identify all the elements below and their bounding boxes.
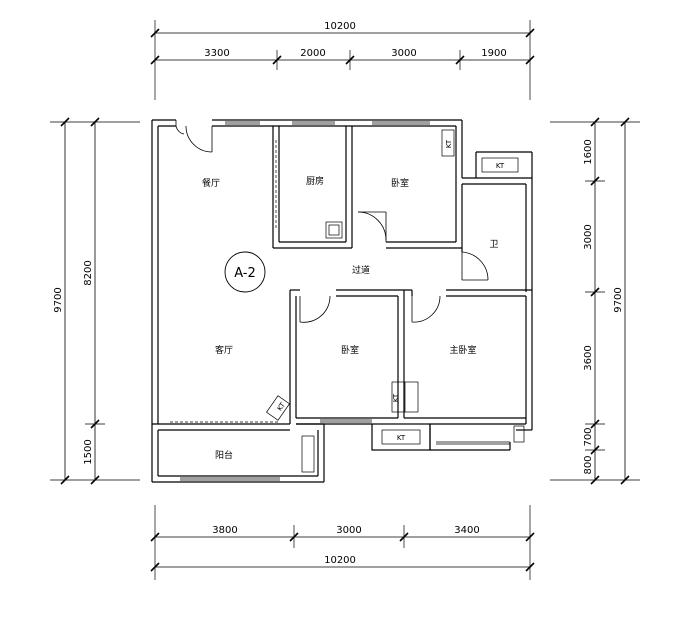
room-corridor: 过道 <box>352 264 370 276</box>
room-balcony: 阳台 <box>215 449 233 461</box>
room-master-bedroom: 主卧室 <box>449 344 476 356</box>
bottom-dimensions: 3800 3000 3400 10200 <box>150 505 535 580</box>
top-total-dim: 10200 <box>324 21 356 32</box>
room-bathroom: 卫 <box>489 240 498 250</box>
room-bedroom-mid: 卧室 <box>341 344 359 356</box>
right-dim-2: 3000 <box>583 224 594 249</box>
room-bedroom-top: 卧室 <box>391 177 409 189</box>
right-dim-3: 3600 <box>583 345 594 370</box>
top-dim-4: 1900 <box>481 48 506 59</box>
kt-tag-5: KT <box>276 401 288 413</box>
plan-id-marker: A-2 <box>224 251 266 293</box>
bottom-dim-2: 3000 <box>336 525 361 536</box>
kt-tag-4: KT <box>397 434 406 442</box>
top-dim-3: 3000 <box>391 48 416 59</box>
doors <box>175 120 489 323</box>
bottom-dim-1: 3800 <box>212 525 237 536</box>
ac-tags: KT KT KT KT KT <box>276 139 505 442</box>
room-living: 客厅 <box>215 344 233 356</box>
left-dim-2: 1500 <box>83 439 94 464</box>
left-dimensions: 9700 8200 1500 <box>50 117 140 485</box>
room-dining: 餐厅 <box>202 177 220 189</box>
right-total-dim: 9700 <box>613 287 624 312</box>
left-dim-1: 8200 <box>83 260 94 285</box>
kt-tag-3: KT <box>392 393 400 402</box>
top-dim-2: 2000 <box>300 48 325 59</box>
kt-tag-2: KT <box>496 162 505 170</box>
room-kitchen: 厨房 <box>306 175 324 187</box>
bottom-dim-3: 3400 <box>454 525 479 536</box>
right-dim-4: 700 <box>583 427 594 446</box>
plan-id: A-2 <box>234 266 256 281</box>
top-dim-1: 3300 <box>204 48 229 59</box>
right-dim-5: 800 <box>583 455 594 474</box>
top-dimensions: 10200 3300 2000 3000 1900 <box>150 20 535 100</box>
walls <box>151 119 533 483</box>
left-total-dim: 9700 <box>53 287 64 312</box>
kt-tag-1: KT <box>445 139 453 148</box>
right-dim-1: 1600 <box>583 139 594 164</box>
room-labels: 餐厅 厨房 卧室 卫 过道 客厅 卧室 主卧室 阳台 <box>202 175 499 461</box>
right-dimensions: 1600 3000 3600 700 800 9700 <box>550 117 640 485</box>
bottom-total-dim: 10200 <box>324 555 356 566</box>
